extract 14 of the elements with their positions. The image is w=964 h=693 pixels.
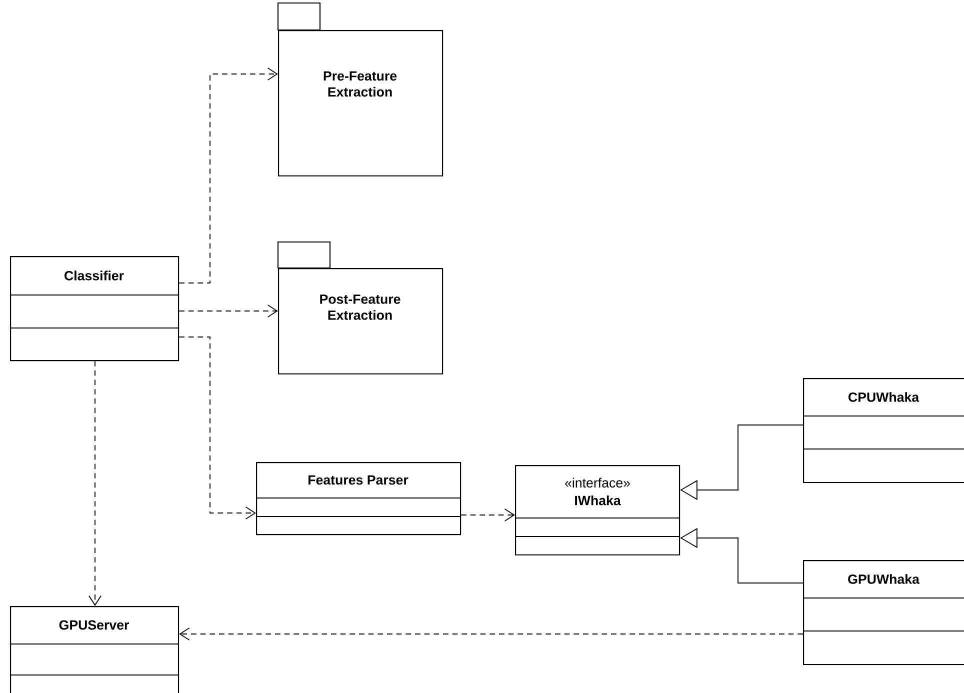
dependency-arrow [178, 304, 278, 318]
dependency-arrow [178, 336, 256, 520]
class-box: «interface» IWhaka [515, 465, 680, 556]
class-box: Features Parser [256, 462, 462, 536]
dependency-arrow [179, 628, 804, 640]
class-box: GPUServer [10, 606, 180, 693]
class-box: Classifier [10, 256, 180, 362]
dependency-arrow [88, 360, 102, 606]
dependency-arrow [460, 508, 516, 522]
package-box: Pre-Feature Extraction [277, 2, 444, 176]
class-box: GPUWhaka [803, 560, 964, 666]
package-box: Post-Feature Extraction [277, 241, 444, 374]
dependency-arrow [178, 68, 278, 284]
class-box: CPUWhaka [803, 378, 964, 484]
